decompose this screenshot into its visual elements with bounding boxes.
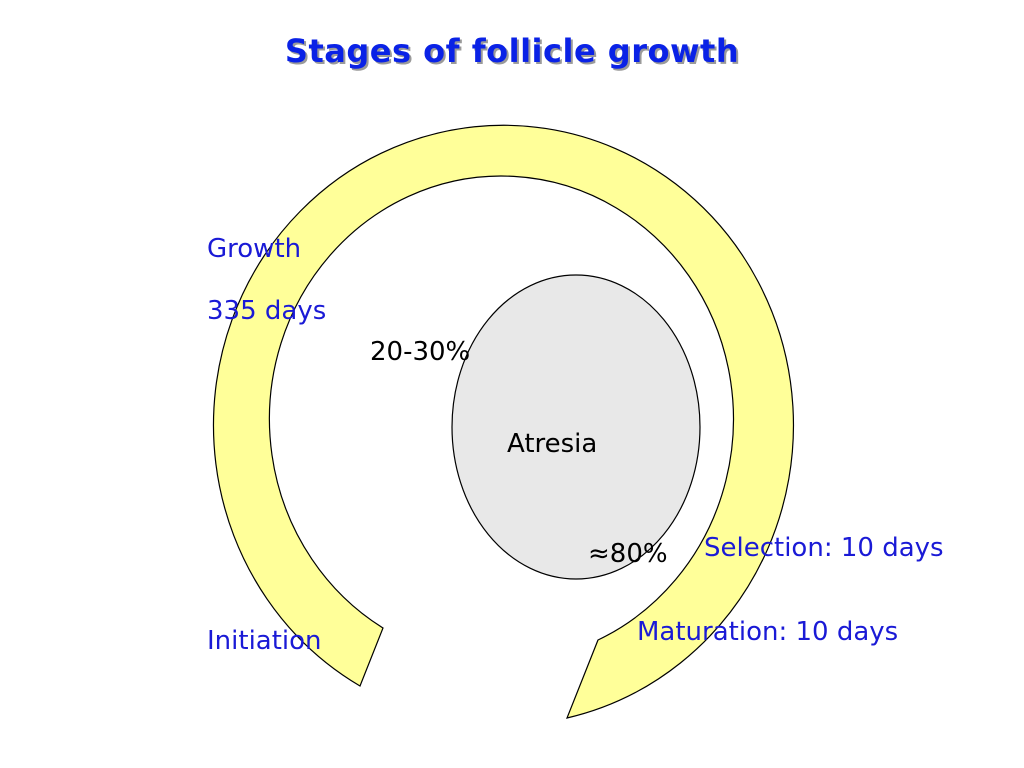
atresia-label: Atresia xyxy=(507,429,598,459)
atresia-ellipse xyxy=(451,274,701,580)
selection-stage-label: Selection: 10 days xyxy=(704,533,944,563)
maturation-stage-label: Maturation: 10 days xyxy=(637,617,899,647)
growth-cycle-arc xyxy=(212,124,795,719)
diagram-title: Stages of follicle growth xyxy=(284,32,740,70)
atresia-early-percent-label: 20-30% xyxy=(370,337,471,367)
initiation-stage-label: Initiation xyxy=(207,626,322,656)
atresia-late-percent-label: ≈80% xyxy=(588,539,668,569)
growth-duration-label: 335 days xyxy=(207,296,327,326)
growth-stage-label: Growth xyxy=(207,234,302,264)
